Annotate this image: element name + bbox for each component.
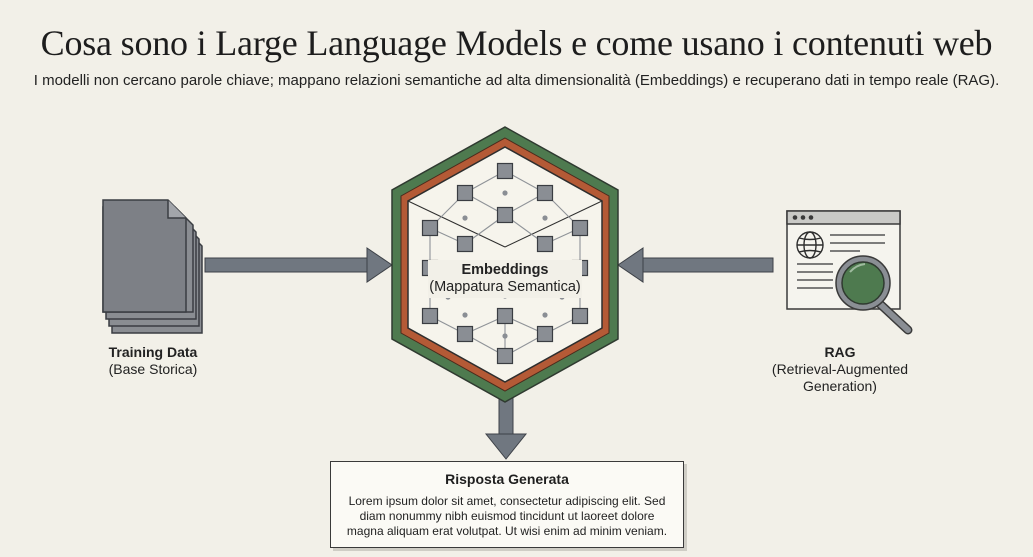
training-data-label: Training Data (Base Storica): [78, 344, 228, 378]
network-node: [536, 184, 554, 202]
network-node: [421, 219, 439, 237]
network-dot: [462, 215, 468, 221]
network-node: [496, 347, 514, 365]
answer-box: Risposta Generata Lorem ipsum dolor sit …: [330, 461, 684, 548]
network-node: [571, 307, 589, 325]
arrow-embeddings-to-answer: [484, 397, 528, 460]
rag-subtitle-line1: (Retrieval-Augmented: [771, 361, 909, 377]
network-dot: [462, 312, 468, 318]
rag-title: RAG: [824, 344, 856, 360]
diagram-subtitle: I modelli non cercano parole chiave; map…: [33, 72, 1000, 89]
network-node: [496, 162, 514, 180]
embeddings-label-background: [428, 260, 582, 298]
network-dot: [502, 190, 508, 196]
browser-window-icon: [786, 210, 901, 310]
network-dot: [502, 333, 508, 339]
embeddings-title: Embeddings: [461, 262, 549, 278]
training-data-subtitle: (Base Storica): [108, 361, 198, 377]
network-node: [456, 184, 474, 202]
network-node: [456, 235, 474, 253]
network-node: [536, 235, 554, 253]
embedding-network: [421, 162, 589, 365]
training-data-title: Training Data: [108, 344, 198, 360]
network-node: [496, 206, 514, 224]
network-node: [456, 325, 474, 343]
embeddings-label: Embeddings (Mappatura Semantica): [405, 262, 605, 296]
arrow-training-to-embeddings: [204, 247, 393, 283]
network-node: [536, 325, 554, 343]
answer-body: Lorem ipsum dolor sit amet, consectetur …: [346, 494, 668, 538]
embeddings-subtitle: (Mappatura Semantica): [429, 279, 581, 295]
rag-label: RAG (Retrieval-Augmented Generation): [755, 344, 925, 395]
network-node: [571, 219, 589, 237]
network-node: [496, 307, 514, 325]
globe-icon: [796, 231, 824, 259]
answer-title: Risposta Generata: [445, 471, 569, 487]
document-stack-icon: [102, 199, 203, 334]
arrow-rag-to-embeddings: [617, 247, 774, 283]
network-dot: [542, 215, 548, 221]
magnifier-icon: [835, 255, 913, 335]
network-node: [421, 307, 439, 325]
diagram-title: Cosa sono i Large Language Models e come…: [40, 23, 993, 63]
rag-subtitle-line2: Generation): [803, 378, 877, 394]
network-dot: [542, 312, 548, 318]
